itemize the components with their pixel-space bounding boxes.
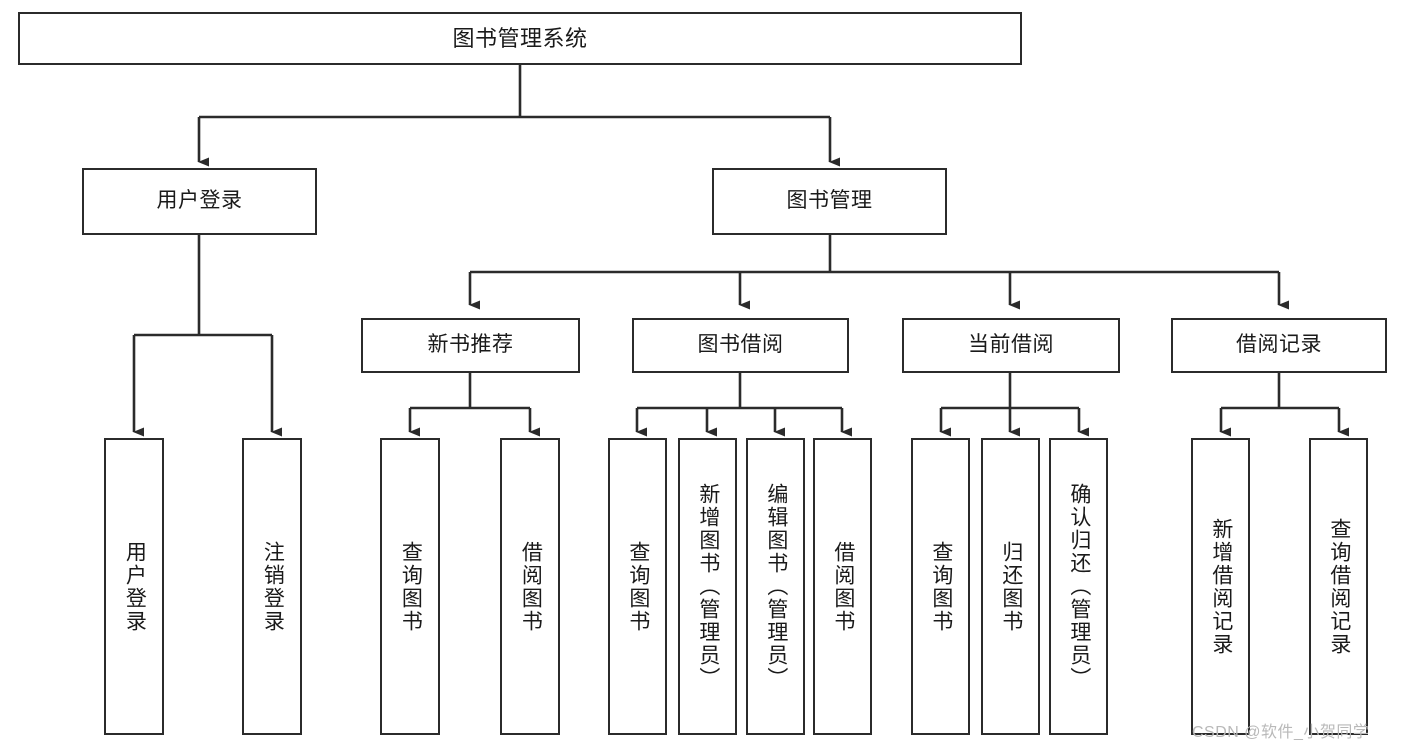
leaf-new-book-borrow-book[interactable]: 借阅图书 xyxy=(500,438,560,735)
node-label: 借阅图书 xyxy=(831,540,855,633)
node-label: 图书管理系统 xyxy=(452,25,588,51)
node-label: 查询图书 xyxy=(399,540,423,633)
node-label: 查询借阅记录 xyxy=(1327,517,1351,656)
node-borrow-record[interactable]: 借阅记录 xyxy=(1171,318,1387,373)
node-current-borrow[interactable]: 当前借阅 xyxy=(902,318,1120,373)
node-label: 用户登录 xyxy=(123,540,147,633)
leaf-new-book-query-book[interactable]: 查询图书 xyxy=(380,438,440,735)
node-label: 新增图书（管理员） xyxy=(696,483,720,690)
node-new-book-recommend[interactable]: 新书推荐 xyxy=(361,318,580,373)
node-label: 编辑图书（管理员） xyxy=(764,483,788,690)
leaf-current-borrow-confirm-return-admin[interactable]: 确认归还（管理员） xyxy=(1049,438,1108,735)
node-label: 图书借阅 xyxy=(697,333,784,357)
leaf-book-borrow-add-book-admin[interactable]: 新增图书（管理员） xyxy=(678,438,737,735)
node-book-borrow[interactable]: 图书借阅 xyxy=(632,318,849,373)
node-label: 确认归还（管理员） xyxy=(1067,483,1091,690)
leaf-borrow-record-query-record[interactable]: 查询借阅记录 xyxy=(1309,438,1368,735)
node-label: 新增借阅记录 xyxy=(1209,517,1233,656)
node-label: 注销登录 xyxy=(261,540,285,633)
node-label: 查询图书 xyxy=(626,540,650,633)
leaf-book-borrow-borrow-book[interactable]: 借阅图书 xyxy=(813,438,872,735)
node-label: 图书管理 xyxy=(786,189,873,213)
leaf-book-borrow-query-book[interactable]: 查询图书 xyxy=(608,438,667,735)
leaf-user-login[interactable]: 用户登录 xyxy=(104,438,164,735)
leaf-borrow-record-add-record[interactable]: 新增借阅记录 xyxy=(1191,438,1250,735)
leaf-current-borrow-query-book[interactable]: 查询图书 xyxy=(911,438,970,735)
leaf-current-borrow-return-book[interactable]: 归还图书 xyxy=(981,438,1040,735)
node-label: 查询图书 xyxy=(929,540,953,633)
leaf-book-borrow-edit-book-admin[interactable]: 编辑图书（管理员） xyxy=(746,438,805,735)
node-label: 归还图书 xyxy=(999,540,1023,633)
node-label: 用户登录 xyxy=(156,189,243,213)
node-label: 借阅记录 xyxy=(1236,333,1322,357)
node-label: 借阅图书 xyxy=(519,540,543,633)
node-label: 新书推荐 xyxy=(427,333,514,357)
node-book-management[interactable]: 图书管理 xyxy=(712,168,947,235)
node-user-login[interactable]: 用户登录 xyxy=(82,168,317,235)
node-root-book-management-system[interactable]: 图书管理系统 xyxy=(18,12,1022,65)
node-label: 当前借阅 xyxy=(968,333,1054,357)
leaf-logout-login[interactable]: 注销登录 xyxy=(242,438,302,735)
